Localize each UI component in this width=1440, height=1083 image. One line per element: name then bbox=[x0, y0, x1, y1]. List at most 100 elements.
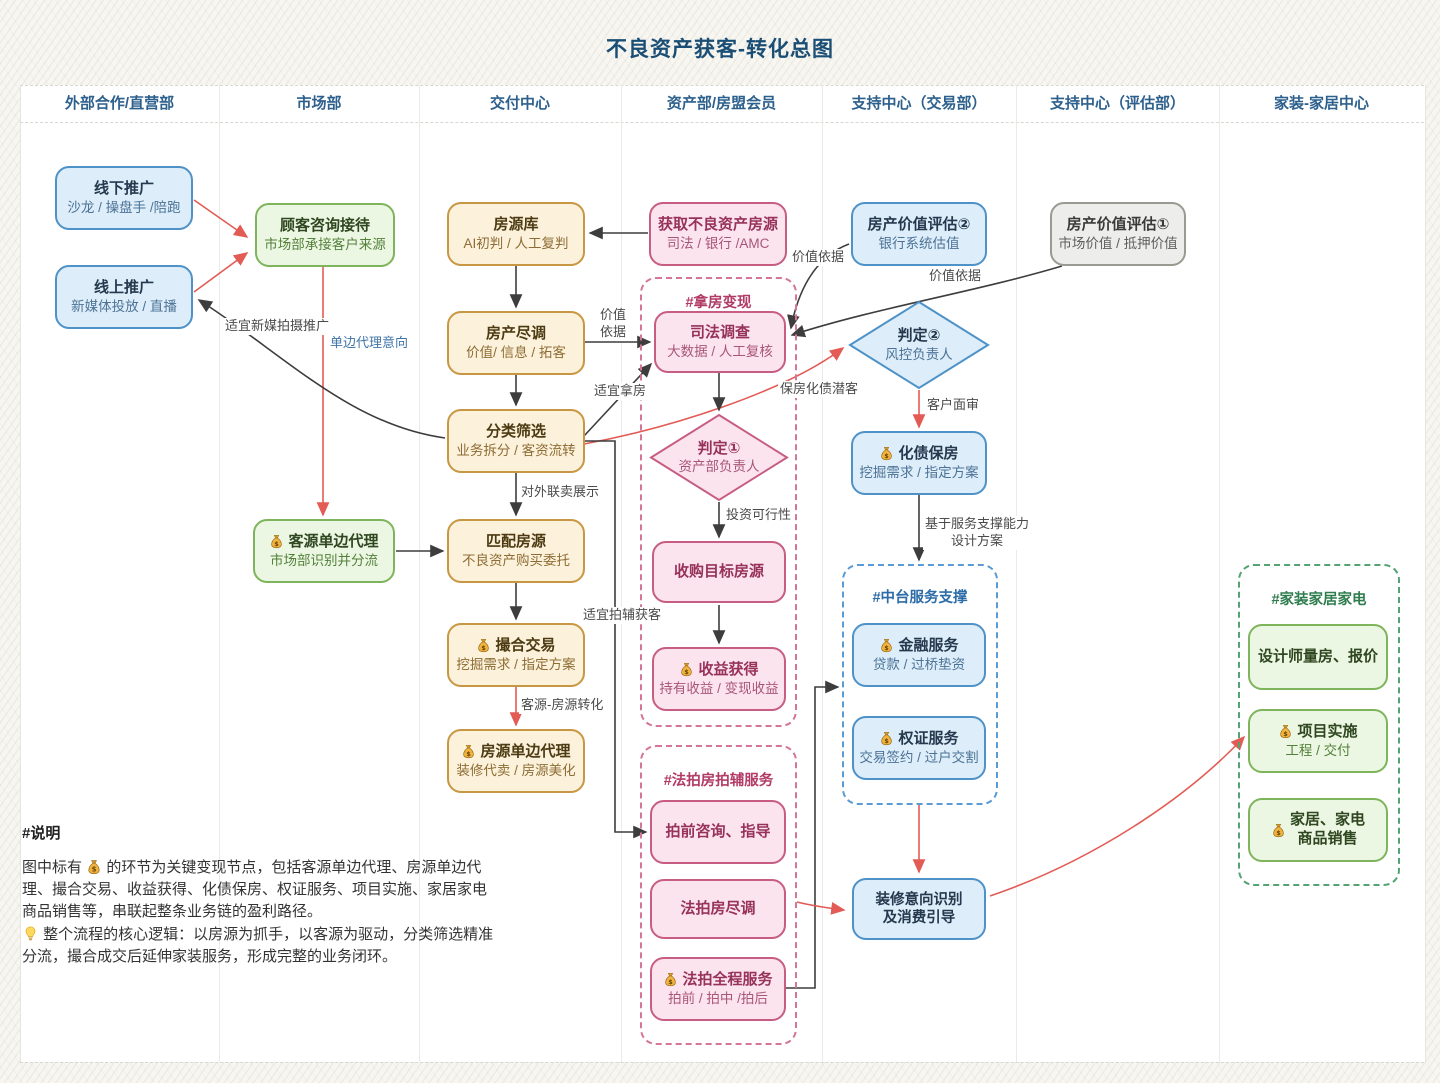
node-title-text: 化债保房 bbox=[898, 444, 959, 462]
node-title-text: 房源单边代理 bbox=[480, 742, 571, 760]
node-xianshang-tuiguang: 线上推广 新媒体投放 / 直播 bbox=[55, 265, 193, 329]
node-title-text: 获取不良资产房源 bbox=[657, 215, 778, 233]
edge-label-jiazhi-yiju-v: 价值 依据 bbox=[589, 307, 637, 341]
node-title: 房产价值评估① bbox=[1067, 216, 1170, 235]
node-title-text: 房产尽调 bbox=[485, 324, 546, 342]
node-subtitle: 沙龙 / 操盘手 /陪跑 bbox=[67, 200, 181, 216]
edge-label-jiazhi-yiju-1: 价值依据 bbox=[790, 249, 847, 266]
edge-label-shiyi-nafang: 适宜拿房 bbox=[592, 383, 649, 400]
edge-label-keyuan-zhuanhua: 客源-房源转化 bbox=[519, 697, 606, 714]
description-paragraph-1: 图中标有 的环节为关键变现节点，包括客源单边代理、房源单边代理、撮合交易、收益获… bbox=[22, 857, 494, 924]
money-bag-icon bbox=[879, 446, 894, 461]
node-sifa-diaocha: 司法调查 大数据 / 人工复核 bbox=[654, 311, 786, 373]
node-subtitle: 持有收益 / 变现收益 bbox=[659, 681, 779, 697]
node-title-text: 设计师量房、报价 bbox=[1257, 647, 1378, 665]
node-title: 客源单边代理 bbox=[269, 533, 379, 552]
node-title: 收益获得 bbox=[679, 660, 759, 680]
lane-header-home: 家装-家居中心 bbox=[1274, 95, 1369, 112]
node-title: 项目实施 bbox=[1278, 723, 1358, 742]
node-title-text: 房源库 bbox=[493, 215, 539, 233]
lane-divider bbox=[621, 85, 622, 1062]
edge-label-touzi-kexingxing: 投资可行性 bbox=[724, 507, 794, 524]
money-bag-icon bbox=[879, 638, 894, 653]
node-title: 分类筛选 bbox=[486, 423, 546, 442]
node-title-text: 匹配房源 bbox=[485, 532, 546, 550]
description-paragraph-2: 整个流程的核心逻辑：以房源为抓手，以客源为驱动，分类筛选精准分流，撮合成交后延伸… bbox=[22, 924, 494, 968]
description-block: #说明 图中标有 的环节为关键变现节点，包括客源单边代理、房源单边代理、撮合交易… bbox=[22, 822, 494, 968]
node-title-text: 收购目标房源 bbox=[673, 562, 764, 580]
node-pinggu-2: 房产价值评估② 银行系统估值 bbox=[851, 202, 987, 266]
node-title-text: 线上推广 bbox=[93, 278, 154, 296]
description-text: 整个流程的核心逻辑：以房源为抓手，以客源为驱动，分类筛选精准分流，撮合成交后延伸… bbox=[22, 925, 494, 965]
edge-label-shiyi-paifu: 适宜拍辅获客 bbox=[581, 607, 664, 624]
edge-label-danbian-yixiang: 单边代理意向 bbox=[328, 335, 411, 352]
node-keyuan-danbian: 客源单边代理 市场部识别并分流 bbox=[253, 519, 395, 583]
node-panding-2: 判定② 风控负责人 bbox=[847, 300, 991, 390]
description-text: 的环节为关键变现节点，包括客源单边代理、房源单边代理、撮合交易、收益获得、化债保… bbox=[22, 859, 488, 921]
edge-label-kehu-mianshen: 客户面审 bbox=[925, 397, 982, 414]
node-title: 收购目标房源 bbox=[674, 563, 764, 582]
lane-divider bbox=[1219, 85, 1220, 1062]
node-title-text: 收益获得 bbox=[698, 660, 759, 678]
node-title: 线下推广 bbox=[94, 180, 154, 199]
node-subtitle: 贷款 / 过桥垫资 bbox=[872, 657, 966, 673]
money-bag-icon bbox=[879, 731, 894, 746]
node-title: 判定① bbox=[697, 439, 741, 457]
node-title: 顾客咨询接待 bbox=[280, 217, 370, 236]
node-title: 获取不良资产房源 bbox=[658, 216, 778, 235]
node-pipei-fangyuan: 匹配房源 不良资产购买委托 bbox=[447, 519, 585, 583]
lane-header-delivery: 交付中心 bbox=[489, 95, 550, 112]
diamond-text: 判定② 风控负责人 bbox=[885, 327, 953, 363]
divider bbox=[20, 85, 1424, 86]
description-heading: #说明 bbox=[22, 825, 61, 842]
node-title: 装修意向识别 及消费引导 bbox=[876, 891, 963, 927]
edge-label-jiazhi-yiju-2: 价值依据 bbox=[927, 268, 984, 285]
node-subtitle: AI初判 / 人工复判 bbox=[463, 236, 569, 252]
node-jinrong-fuwu: 金融服务 贷款 / 过桥垫资 bbox=[852, 623, 986, 687]
node-subtitle: 挖掘需求 / 指定方案 bbox=[859, 465, 979, 481]
node-panding-1: 判定① 资产部负责人 bbox=[648, 413, 790, 502]
node-title: 化债保房 bbox=[879, 444, 959, 464]
money-bag-icon bbox=[679, 662, 694, 677]
node-subtitle: 市场部承接客户来源 bbox=[264, 237, 386, 253]
node-title-text: 权证服务 bbox=[898, 729, 959, 747]
node-title: 拍前咨询、指导 bbox=[665, 823, 770, 842]
node-shougou-mubiao: 收购目标房源 bbox=[652, 541, 786, 603]
node-fenlei-shaixuan: 分类筛选 业务拆分 / 客资流转 bbox=[447, 409, 585, 473]
node-title: 房源库 bbox=[493, 216, 538, 235]
node-title-text: 家居、家电 商品销售 bbox=[1289, 811, 1365, 847]
node-fapai-jindiao: 法拍房尽调 bbox=[650, 879, 786, 939]
node-subtitle: 大数据 / 人工复核 bbox=[667, 344, 773, 360]
node-subtitle: 交易签约 / 过户交割 bbox=[859, 750, 979, 766]
node-title: 撮合交易 bbox=[476, 637, 556, 656]
node-subtitle: 市场价值 / 抵押价值 bbox=[1058, 236, 1178, 252]
node-shouyi-huode: 收益获得 持有收益 / 变现收益 bbox=[652, 647, 786, 711]
node-subtitle: 拍前 / 拍中 /拍后 bbox=[668, 991, 768, 1007]
lightbulb-icon bbox=[22, 925, 39, 942]
container-title: #法拍房拍辅服务 bbox=[663, 773, 774, 789]
lane-header-support-eval: 支持中心（评估部） bbox=[1049, 95, 1185, 112]
node-subtitle: 风控负责人 bbox=[885, 346, 953, 362]
lane-divider bbox=[219, 85, 220, 1062]
money-bag-icon bbox=[663, 972, 678, 987]
node-jiaju-jiadian: 家居、家电 商品销售 bbox=[1248, 798, 1388, 862]
node-title-text: 拍前咨询、指导 bbox=[665, 822, 771, 840]
lane-header-marketing: 市场部 bbox=[296, 95, 342, 112]
node-subtitle: 装修代卖 / 房源美化 bbox=[456, 763, 576, 779]
page-title: 不良资产获客-转化总图 bbox=[606, 38, 834, 61]
money-bag-icon bbox=[1271, 823, 1286, 838]
node-quanzheng-fuwu: 权证服务 交易签约 / 过户交割 bbox=[852, 716, 986, 780]
node-xiangmu-shishi: 项目实施 工程 / 交付 bbox=[1248, 709, 1388, 773]
edge-label-baofang-huazhai: 保房化债潜客 bbox=[778, 381, 861, 398]
node-title-text: 分类筛选 bbox=[485, 422, 546, 440]
node-title-text: 司法调查 bbox=[689, 323, 750, 341]
node-title: 家居、家电 商品销售 bbox=[1271, 811, 1365, 849]
node-title: 设计师量房、报价 bbox=[1258, 648, 1378, 667]
node-fapai-quancheng: 法拍全程服务 拍前 / 拍中 /拍后 bbox=[650, 957, 786, 1021]
node-title: 匹配房源 bbox=[486, 533, 546, 552]
container-nafang: #拿房变现 bbox=[640, 277, 797, 727]
container-zhongtai: #中台服务支撑 bbox=[842, 564, 998, 805]
container-jiazhuang: #家装家居家电 bbox=[1238, 564, 1400, 886]
edge-label-duiwai-lianmai: 对外联卖展示 bbox=[519, 484, 602, 501]
node-title: 权证服务 bbox=[879, 729, 959, 749]
